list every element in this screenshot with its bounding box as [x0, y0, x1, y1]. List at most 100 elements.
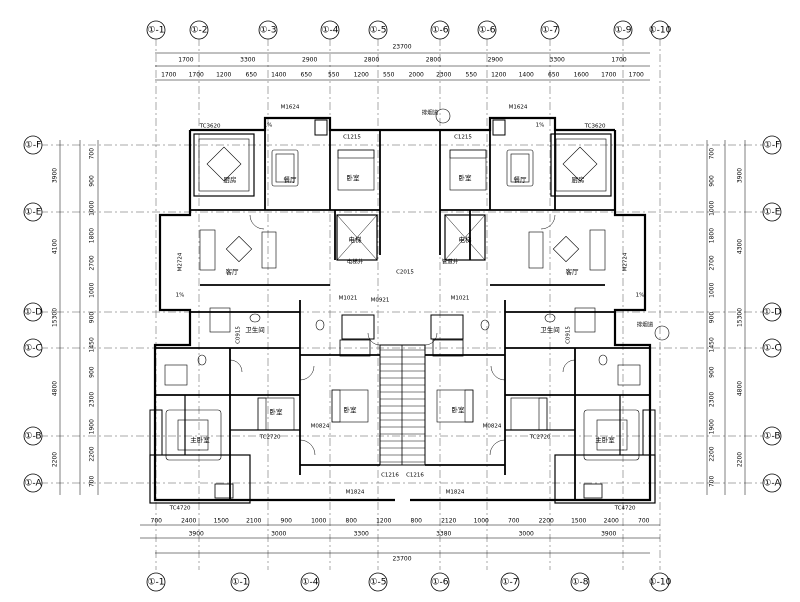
dimension-label: 2700	[89, 255, 96, 270]
code-label: M1021	[451, 296, 470, 302]
dimension-label: 3300	[240, 57, 255, 64]
code-label: C1215	[454, 135, 472, 141]
note-label: 电梯井	[347, 258, 364, 266]
door-swings	[229, 214, 576, 456]
axis-bubble-left: ①-C	[23, 338, 43, 358]
axis-bubble-top: ①-3	[258, 20, 278, 40]
dimension-label: 1450	[709, 337, 716, 352]
room-label: 厨房	[224, 175, 237, 184]
axis-bubble-left-label: ①-A	[24, 479, 42, 489]
axis-bubble-top-label: ①-4	[321, 26, 338, 36]
axis-bubble-bottom: ①-1	[230, 572, 250, 592]
dimension-label: 650	[548, 72, 560, 79]
dimension-label: 1200	[216, 72, 231, 79]
axis-bubble-right: ①-D	[762, 302, 782, 322]
axis-bubble-right: ①-B	[762, 426, 782, 446]
axis-bubble-top: ①-7	[540, 20, 560, 40]
axis-bubble-bottom-label: ①-5	[369, 578, 386, 588]
dimension-label: 1700	[601, 72, 616, 79]
dimension-label: 800	[411, 518, 423, 525]
dimension-label: 2900	[488, 57, 503, 64]
axis-bubble-top: ①-4	[320, 20, 340, 40]
dimension-label: 23700	[392, 556, 411, 563]
dimension-label: 1000	[709, 200, 716, 215]
axis-bubble-top-label: ①-5	[369, 26, 386, 36]
room-label: 厨房	[572, 175, 585, 184]
dimension-label: 2200	[89, 446, 96, 461]
room-label: 客厅	[226, 267, 240, 276]
dimension-label: 2300	[89, 392, 96, 407]
axis-bubble-left: ①-D	[23, 302, 43, 322]
axis-bubble-top-label: ①-10	[649, 26, 672, 36]
code-label: TC2720	[529, 435, 551, 441]
axis-bubble-top-label: ①-6	[478, 26, 495, 36]
axis-bubble-bottom-label: ①-8	[571, 578, 588, 588]
dimension-label: 900	[709, 312, 716, 324]
dimension-label: 1700	[629, 72, 644, 79]
axis-bubble-bottom: ①-7	[500, 572, 520, 592]
dimension-label: 2200	[52, 452, 59, 467]
room-label: 餐厅	[284, 175, 298, 184]
axis-bubble-top-label: ①-2	[190, 26, 207, 36]
code-label: TC4720	[614, 506, 636, 512]
axis-bubble-left: ①-A	[23, 473, 42, 493]
dimension-label: 15300	[737, 308, 744, 327]
code-label: M2724	[178, 252, 184, 271]
dimension-label: 800	[346, 518, 358, 525]
axis-grid-lines	[40, 38, 765, 570]
dimension-label: 1200	[491, 72, 506, 79]
axis-bubble-right-label: ①-A	[763, 479, 781, 489]
code-label: M0824	[483, 424, 502, 430]
axis-bubble-top: ①-2	[189, 20, 209, 40]
axis-bubble-right-label: ①-D	[763, 308, 781, 318]
code-label: TC3620	[199, 124, 221, 130]
axis-bubble-left-label: ①-B	[24, 432, 41, 442]
axis-bubble-right: ①-A	[762, 473, 781, 493]
axis-bubble-bottom: ①-1	[146, 572, 166, 592]
axis-bubble-top: ①-10	[649, 20, 672, 40]
axis-bubble-top: ①-1	[146, 20, 166, 40]
dimension-label: 700	[151, 518, 163, 525]
room-label: 主卧室	[595, 435, 615, 444]
stair-treads	[379, 344, 426, 466]
dimension-label: 1800	[709, 228, 716, 243]
code-label: C0915	[236, 326, 242, 344]
dimension-label: 2120	[441, 518, 456, 525]
dimension-label: 4300	[737, 239, 744, 254]
dimension-label: 2200	[709, 446, 716, 461]
axis-bubble-right-label: ①-E	[763, 208, 780, 218]
axis-bubble-top-label: ①-1	[147, 26, 164, 36]
axis-bubble-left: ①-B	[23, 426, 43, 446]
axis-bubble-top: ①-6	[477, 20, 497, 40]
dimension-label: 3900	[601, 531, 616, 538]
axis-bubble-left-label: ①-F	[25, 141, 42, 151]
note-label: 1%	[264, 123, 273, 129]
dimension-label: 2700	[709, 255, 716, 270]
axis-bubble-left-label: ①-E	[24, 208, 41, 218]
dimension-label: 700	[709, 475, 716, 487]
code-label: TC2720	[259, 435, 281, 441]
dimension-label: 2400	[181, 518, 196, 525]
dimension-label: 650	[246, 72, 258, 79]
dimension-label: 2800	[364, 57, 379, 64]
axis-bubble-top-label: ①-3	[259, 26, 276, 36]
room-label: 卧室	[347, 173, 361, 182]
room-label: 卧室	[344, 405, 358, 414]
axis-bubble-right-label: ①-B	[763, 432, 780, 442]
dimension-label: 1700	[161, 72, 176, 79]
axis-bubble-left: ①-E	[23, 202, 43, 222]
code-label: M1624	[509, 105, 528, 111]
dimension-label: 700	[89, 475, 96, 487]
dimension-label: 700	[508, 518, 520, 525]
axis-bubble-top: ①-5	[368, 20, 388, 40]
dimension-label: 2300	[709, 392, 716, 407]
room-labels: 厨房餐厅卧室客厅卫生间卧室卧室电梯电梯客厅卧室餐厅厨房主卧室卫生间主卧室卧室	[190, 173, 615, 444]
room-label: 卧室	[270, 407, 284, 416]
dimension-label: 900	[89, 175, 96, 187]
room-label: 餐厅	[514, 175, 528, 184]
note-label: 管道井	[442, 258, 459, 266]
axis-bubble-bottom-label: ①-4	[301, 578, 318, 588]
dimension-label: 1000	[89, 200, 96, 215]
dimension-label: 2900	[302, 57, 317, 64]
